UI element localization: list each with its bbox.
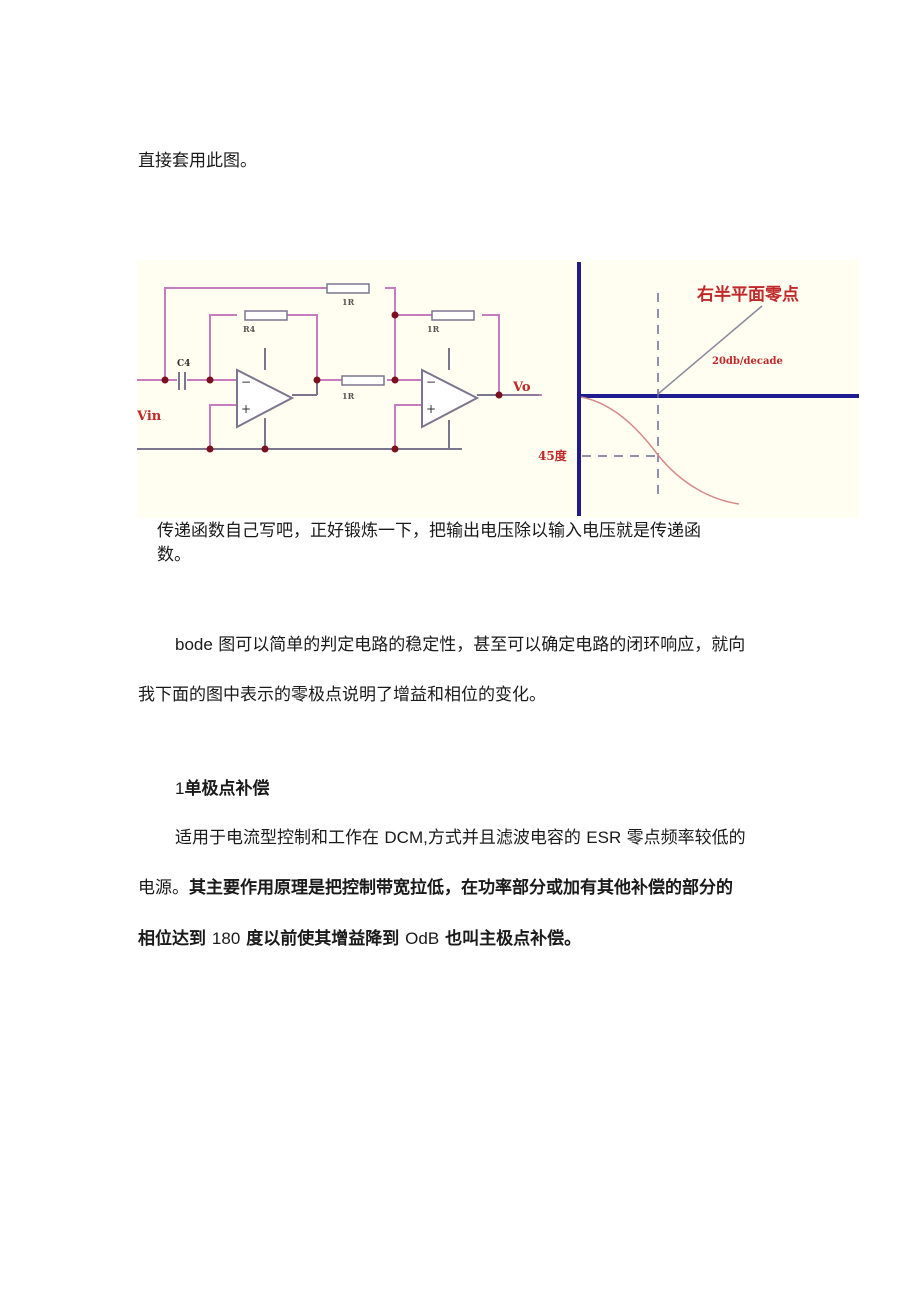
para2-line-1: 适用于电流型控制和工作在 DCM,方式并且滤波电容的 ESR 零点频率较低的 — [175, 827, 746, 849]
para2-line2-bold: 其主要作用原理是把控制带宽拉低，在功率部分或加有其他补偿的部分的 — [189, 878, 733, 898]
para2-line1-c: 方式并且滤波电容的 — [427, 828, 587, 848]
section-heading: 1单极点补偿 — [175, 778, 269, 800]
label-c4: C4 — [177, 359, 190, 369]
para2-line1-e: 零点频率较低的 — [621, 828, 746, 848]
resistor-r4 — [244, 310, 288, 321]
para1-line-1-text: 图可以简单的判定电路的稳定性，甚至可以确定电路的闭环响应，就向 — [212, 635, 746, 655]
bode-term: bode — [175, 635, 213, 654]
para2-line-2: 电源。其主要作用原理是把控制带宽拉低，在功率部分或加有其他补偿的部分的 — [138, 877, 733, 899]
opamp2-minus-sign: − — [426, 375, 436, 389]
opamp1-plus-sign: + — [241, 402, 251, 416]
label-1r-middle: 1R — [342, 391, 355, 401]
heading-number: 1 — [175, 779, 185, 798]
capacitor-c4 — [178, 372, 186, 390]
circuit-ground-wires — [137, 348, 462, 450]
resistor-top — [326, 283, 370, 294]
opamp2-plus-sign: + — [426, 402, 436, 416]
circuit-nodes — [161, 311, 503, 453]
odb-term: OdB — [405, 929, 440, 948]
circuit-bode-figure: − + − + C4 R4 1R 1R 1R Vin Vo — [137, 260, 859, 518]
bode-plot: 右半平面零点 20db/decade 45度 — [538, 262, 859, 516]
slope-label: 20db/decade — [712, 356, 783, 367]
opamp-1 — [236, 368, 295, 429]
para1-line-1: bode 图可以简单的判定电路的稳定性，甚至可以确定电路的闭环响应，就向 — [175, 634, 745, 656]
heading-text: 单极点补偿 — [184, 779, 270, 799]
para2-line2-a: 电源。 — [138, 878, 189, 898]
resistors — [244, 283, 475, 386]
phase-curve — [580, 396, 740, 505]
caption-line-1: 传递函数自己写吧，正好锻炼一下，把输出电压除以输入电压就是传递函 — [157, 521, 701, 541]
para2-line-3: 相位达到 180 度以前使其增益降到 OdB 也叫主极点补偿。 — [138, 928, 581, 950]
label-1r-top: 1R — [342, 297, 355, 307]
gain-slope-line — [657, 305, 763, 395]
esr-term: ESR — [586, 828, 622, 847]
label-vo: Vo — [512, 380, 531, 395]
bode-title: 右半平面零点 — [697, 284, 799, 305]
phase-45-label: 45度 — [538, 448, 568, 463]
para2-line1-a: 适用于电流型控制和工作在 — [175, 828, 385, 848]
para2-line3-a: 相位达到 — [138, 929, 212, 949]
opamp-2 — [421, 368, 480, 429]
label-vin: Vin — [137, 409, 162, 424]
intro-line: 直接套用此图。 — [138, 151, 257, 171]
para1-line-2: 我下面的图中表示的零极点说明了增益和相位的变化。 — [138, 685, 546, 705]
label-r4: R4 — [243, 324, 256, 334]
para2-line3-c: 度以前使其增益降到 — [240, 929, 406, 949]
opamp1-minus-sign: − — [241, 375, 251, 389]
caption-line-2: 数。 — [157, 545, 191, 565]
para2-line3-e: 也叫主极点补偿。 — [439, 929, 582, 949]
circuit-labels: C4 R4 1R 1R 1R Vin Vo — [137, 297, 531, 424]
resistor-middle — [341, 375, 385, 386]
number-180: 180 — [211, 929, 241, 948]
resistor-feedback — [431, 310, 475, 321]
label-1r-feedback: 1R — [427, 324, 440, 334]
dcm-term: DCM, — [384, 828, 428, 847]
